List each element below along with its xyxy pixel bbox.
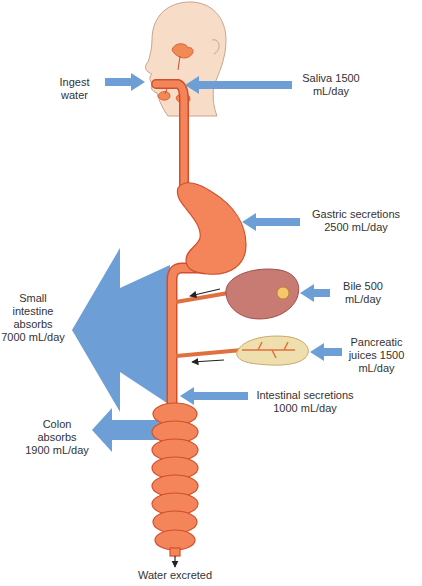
pancreatic-duct (242, 342, 295, 358)
small-intestine (172, 268, 200, 412)
pancreatic-duct (176, 350, 242, 356)
absorption-arrow (72, 248, 170, 412)
secretion-arrow (300, 284, 330, 302)
stomach (177, 183, 246, 274)
flow-label: Small intestine absorbs 7000 mL/day (0, 292, 66, 344)
flow-label: Pancreatic juices 1500 mL/day (343, 336, 410, 375)
flow-label: Water excreted (105, 569, 245, 582)
salivary-gland (172, 44, 193, 58)
flow-label: Ingest water (52, 76, 97, 102)
excretion-arrow (174, 556, 175, 567)
liver (226, 269, 299, 319)
flow-arrow (192, 360, 224, 362)
secretion-arrow (242, 213, 300, 231)
secretion-arrow (180, 387, 248, 405)
colon-segment (155, 530, 195, 550)
pancreas (237, 336, 309, 365)
small-intestine (172, 268, 200, 412)
secretion-arrow (310, 343, 342, 361)
esophagus (156, 84, 184, 192)
salivary-gland (158, 92, 170, 101)
colon (152, 403, 198, 556)
esophagus (156, 84, 184, 192)
absorption-arrow (92, 408, 160, 452)
rectum (170, 548, 180, 556)
flow-label: Gastric secretions 2500 mL/day (306, 208, 406, 234)
secretion-arrow (185, 76, 292, 94)
flow-arrow (190, 289, 220, 296)
gallbladder (277, 287, 289, 299)
intake-arrow (105, 73, 145, 91)
flow-label: Bile 500 mL/day (332, 280, 394, 306)
ear (212, 40, 219, 54)
bile-duct (176, 292, 234, 302)
flow-label: Colon absorbs 1900 mL/day (24, 418, 90, 457)
flow-label: Intestinal secretions 1000 mL/day (250, 389, 360, 415)
flow-label: Saliva 1500 mL/day (298, 72, 364, 98)
